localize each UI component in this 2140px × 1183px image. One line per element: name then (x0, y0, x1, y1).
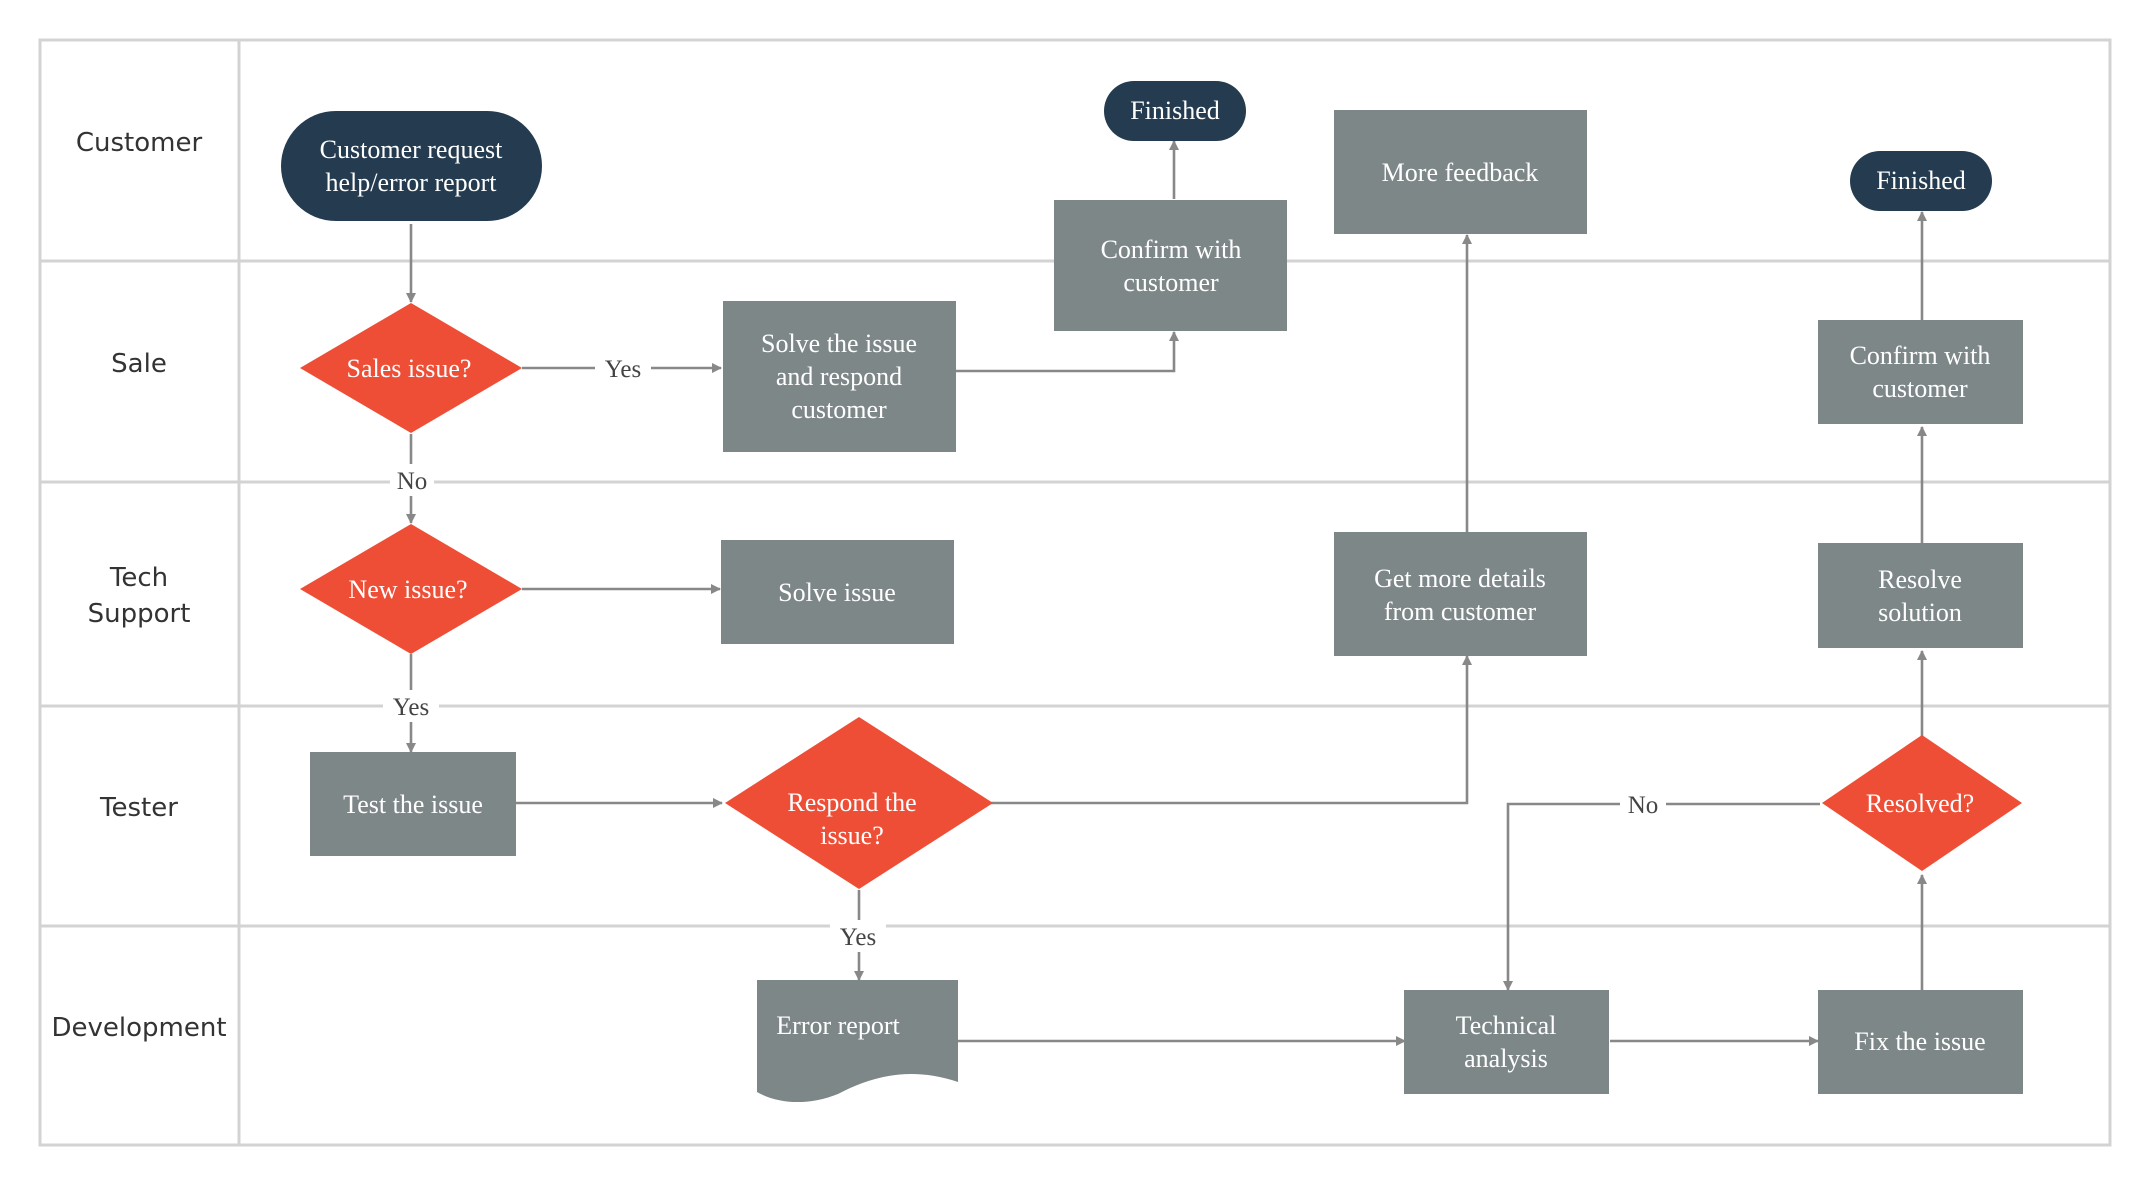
edge-label-sales-no: No (397, 468, 428, 495)
edge-respond-to-details (991, 655, 1472, 805)
terminator-finished-2 (1850, 151, 1992, 211)
node-text-finished-2: Finished (1876, 166, 1966, 195)
edge-solve-to-confirm (953, 331, 1179, 373)
diagram-border (38, 38, 2112, 1147)
process-confirm-customer-2 (1818, 320, 2023, 424)
lane-label-development: Development (51, 1013, 226, 1043)
terminator-customer-request (281, 111, 542, 221)
terminator-finished-1 (1104, 81, 1246, 141)
edge-label-new-yes: Yes (393, 694, 429, 721)
node-text-fix-issue: Fix the issue (1854, 1027, 1985, 1056)
label-backdrop (390, 464, 434, 496)
label-backdrop (1620, 788, 1666, 820)
node-text-sales-issue: Sales issue? (347, 354, 472, 383)
label-backdrop (595, 352, 651, 384)
node-text-more-feedback: More feedback (1382, 158, 1539, 187)
node-text-resolved: Resolved? (1866, 789, 1974, 818)
decision-new-issue (300, 524, 522, 654)
node-text-test-issue: Test the issue (343, 790, 483, 819)
node-text-new-issue: New issue? (348, 575, 467, 604)
process-solve-issue (721, 540, 954, 644)
label-backdrop (383, 690, 439, 722)
edge-resolved-no (1503, 802, 1820, 991)
node-text-solve-issue: Solve issue (778, 578, 896, 607)
decision-respond-issue (725, 717, 993, 889)
process-more-feedback (1334, 110, 1587, 234)
node-text-finished-1: Finished (1130, 96, 1220, 125)
decision-resolved (1822, 735, 2022, 871)
process-technical-analysis (1404, 990, 1609, 1094)
process-get-more-details (1334, 532, 1587, 656)
node-text-error-report: Error report (776, 1011, 900, 1040)
process-resolve-solution (1818, 543, 2023, 648)
process-solve-respond (723, 301, 956, 452)
lane-label-customer: Customer (76, 128, 203, 158)
lane-label-tester: Tester (99, 793, 178, 823)
lane-label-sale: Sale (111, 349, 167, 379)
process-fix-issue (1818, 990, 2023, 1094)
edge-label-sales-yes: Yes (605, 356, 641, 383)
edge-labels: Yes No Yes Yes No (383, 352, 1666, 952)
edge-label-resolved-no: No (1628, 792, 1659, 819)
decision-sales-issue (300, 303, 522, 433)
connectors (406, 140, 1927, 1046)
edge-label-respond-yes: Yes (840, 924, 876, 951)
label-backdrop (830, 920, 886, 952)
document-error-report (757, 980, 958, 1103)
process-test-issue (310, 752, 516, 856)
process-confirm-customer-1 (1054, 200, 1287, 331)
